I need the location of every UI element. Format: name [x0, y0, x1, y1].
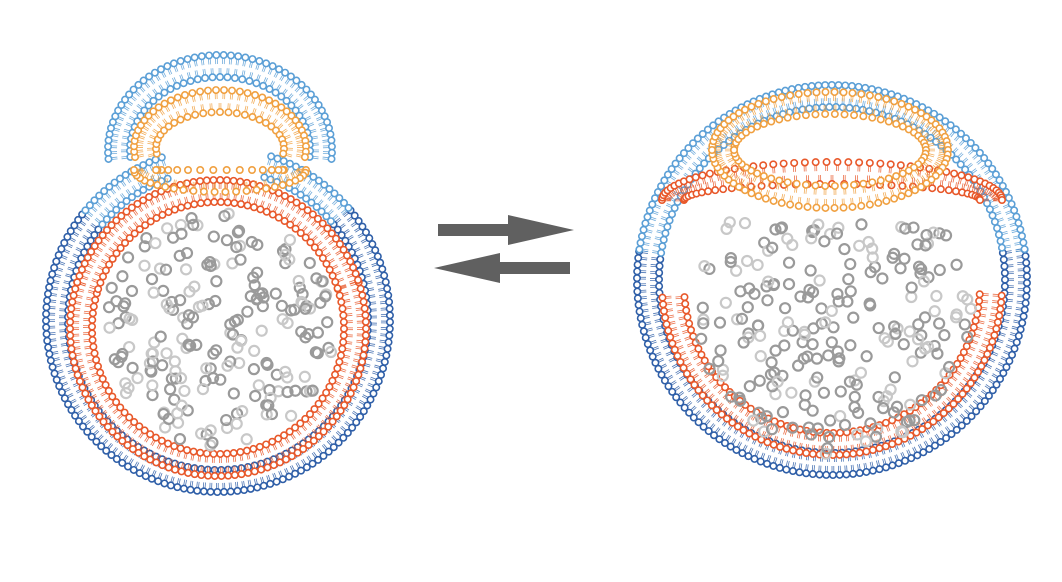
right-particles	[695, 216, 977, 460]
right-engulfed-inner-membrane-outer-leaflet	[707, 88, 952, 212]
arrow-left-icon	[434, 253, 570, 283]
left-particles	[102, 207, 338, 452]
right-inner-membrane-top-inner-leaflet	[675, 175, 989, 205]
left-budding-vesicle	[42, 51, 394, 496]
left-inner-membrane-red-top-inner-leaflet	[89, 193, 347, 294]
left-outer-membrane-light-r-outer-leaflet	[267, 152, 353, 215]
left-bud-inner-membrane-outer-leaflet	[130, 86, 310, 162]
arrow-right-icon	[438, 215, 574, 245]
left-bud-inner-membrane-bottom-outer-leaflet	[130, 166, 310, 196]
left-inner-membrane-red-inner-leaflet	[82, 285, 354, 464]
left-outer-membrane-dark-outer-leaflet	[42, 206, 394, 496]
equilibrium-arrows	[434, 215, 574, 283]
right-engulfed-inner-membrane-inner-leaflet	[725, 105, 935, 195]
left-bud-outer-membrane-outer-leaflet	[104, 51, 336, 163]
left-outer-membrane-dark-inner-leaflet	[59, 217, 377, 479]
right-inner-membrane-top-outer-leaflet	[657, 158, 1006, 205]
left-bud-inner-membrane-inner-leaflet	[146, 103, 294, 158]
left-bud-inner-membrane-bottom-inner-leaflet	[153, 167, 288, 175]
left-inner-membrane-red-outer-leaflet	[66, 278, 370, 480]
right-outer-membrane-dark-outer-leaflet	[633, 245, 1031, 479]
left-outer-membrane-light-l-outer-leaflet	[81, 153, 166, 218]
left-outer-membrane-light-l-inner-leaflet	[94, 169, 172, 229]
right-engulfed-vesicle	[633, 81, 1031, 479]
